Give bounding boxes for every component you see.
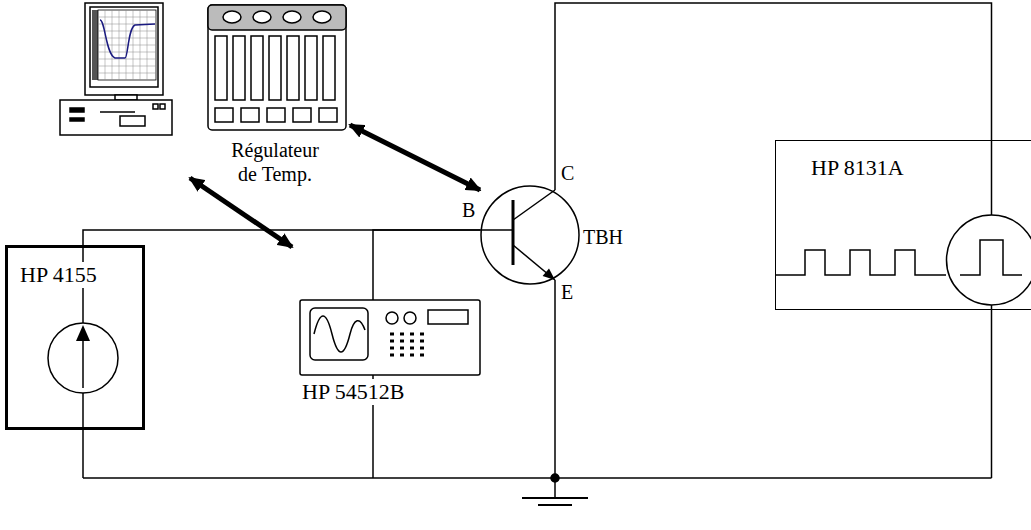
transistor-circle: TBH [480,185,580,285]
data-link-arrow [190,178,292,247]
ground-wire [522,497,588,499]
transistor-outline [480,185,580,285]
regulator-icon [215,108,233,122]
regulator-icon [208,5,346,30]
regulator-icon [323,36,335,100]
computer-icon [120,116,145,126]
ground-wire [554,280,556,478]
computer-icon [160,104,165,109]
regulator-icon [287,36,299,100]
pulse-generator-symbol [991,140,993,215]
regulator-icon [208,5,346,130]
pulse-generator-box: HP 8131A [775,140,1031,310]
node-label: HP 4155 [18,262,99,288]
pulse-generator-symbol [947,215,1031,305]
oscilloscope-icon [390,334,424,355]
control-link-arrow [350,125,480,190]
computer-icon [70,118,84,121]
computer-icon [98,10,156,80]
node-label: HP 8131A [811,155,904,181]
transistor-symbol [513,190,555,220]
oscilloscope-node: HP 54512B [300,300,480,406]
current-source-symbol [76,325,90,341]
regulator-icon [223,11,241,23]
computer-icon [60,100,172,135]
regulator-icon [313,11,331,23]
pin-name: B [462,198,475,222]
regulator-icon [283,11,301,23]
ground-wire [538,504,572,506]
regulator-icon [233,36,245,100]
pulse-generator-symbol [960,240,1022,275]
oscilloscope-icon [386,312,398,324]
ground-wire [554,478,556,498]
current-source-symbol [48,323,118,393]
pin-name: E [561,280,573,304]
regulator-icon [305,36,317,100]
transistor-symbol [512,200,515,265]
pin-name: C [561,161,574,185]
regulator-icon [253,11,271,23]
oscilloscope-icon [300,300,480,375]
regulator-icon [319,108,337,122]
transistor-symbol [480,229,513,231]
computer-icon [100,111,135,113]
node-label: Régulateur de Temp. [220,138,330,186]
regulator-icon [251,36,263,100]
oscilloscope-icon [300,300,480,478]
current-source-symbol [82,338,84,388]
source-unit-box: HP 4155 [5,245,145,430]
computer-icon [70,108,84,112]
computer-icon [85,3,163,95]
pulse-generator-symbol [775,140,1031,478]
pulse-generator-symbol [991,305,993,478]
ground-wire [83,477,992,479]
wire [373,230,480,300]
computer-icon [60,3,172,135]
oscilloscope-icon [428,310,468,324]
regulator-icon [241,108,259,122]
oscilloscope-icon [314,316,365,352]
node-label: TBH [583,225,623,249]
oscilloscope-icon [404,312,416,324]
pulse-generator-symbol [775,250,946,275]
oscilloscope-icon [310,308,368,360]
wire [83,230,480,245]
current-source-symbol [82,393,84,478]
transistor-symbol [554,185,556,190]
computer-icon [100,20,155,58]
ground-wire [83,280,992,505]
node-label: HP 54512B [300,379,406,405]
regulator-icon [208,5,346,130]
computer-icon [90,7,158,87]
regulator-node: Régulateur de Temp. [200,0,350,195]
regulator-icon [215,36,227,100]
transistor-outline [481,186,579,284]
computer-icon [153,104,158,109]
regulator-icon [293,108,311,122]
regulator-icon [269,36,281,100]
computer-icon [98,10,156,80]
wire [555,3,992,185]
transistor-symbol [513,245,555,280]
computer-icon [92,10,98,80]
regulator-icon [267,108,285,122]
